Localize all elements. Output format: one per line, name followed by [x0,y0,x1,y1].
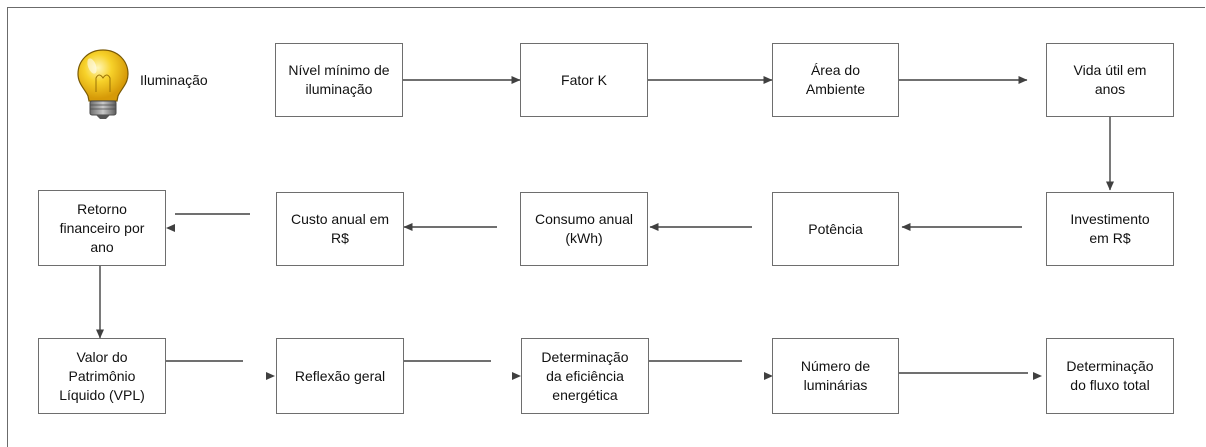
diagram-frame [7,7,1205,447]
light-bulb-icon [77,49,129,119]
node-retorno-financeiro: Retorno financeiro por ano [38,190,166,266]
node-nivel-minimo-label: Nível mínimo de iluminação [288,62,390,97]
node-reflexao-geral: Reflexão geral [276,338,404,414]
node-potencia: Potência [772,192,899,266]
node-consumo-anual-label: Consumo anual (kWh) [534,211,634,246]
node-consumo-anual: Consumo anual (kWh) [520,192,648,266]
node-investimento-label: Investimento em R$ [1070,211,1150,246]
node-retorno-financeiro-label: Retorno financeiro por ano [59,200,145,255]
arrow-reflexao-to-eficiencia-head [512,372,521,380]
node-vida-util: Vida útil em anos [1046,43,1174,117]
node-nivel-minimo: Nível mínimo de iluminação [275,43,403,117]
arrow-custo-to-retorno-head [166,224,175,232]
node-vida-util-label: Vida útil em anos [1073,62,1147,97]
arrow-eficiencia-to-numero-head [764,372,773,380]
node-area-ambiente-label: Área do Ambiente [805,62,866,97]
arrow-vpl-to-reflexao-head [266,372,275,380]
node-custo-anual: Custo anual em R$ [276,192,404,266]
node-numero-luminarias: Número de luminárias [772,338,899,414]
node-eficiencia-energetica-label: Determinação da eficiência energética [541,348,629,403]
arrow-custo-to-retorno [168,215,250,228]
node-vpl-label: Valor do Patrimônio Líquido (VPL) [59,348,145,403]
connector-layer [96,76,1114,380]
node-reflexao-geral-label: Reflexão geral [294,367,386,384]
node-potencia-label: Potência [808,220,863,237]
node-custo-anual-label: Custo anual em R$ [290,211,390,246]
node-fator-k-label: Fator K [561,71,607,88]
arrow-numero-to-fluxo-head [1033,372,1042,380]
lighting-label: Iluminação [140,72,208,88]
node-area-ambiente: Área do Ambiente [772,43,899,117]
node-vpl: Valor do Patrimônio Líquido (VPL) [38,338,166,414]
node-investimento: Investimento em R$ [1046,192,1174,266]
node-eficiencia-energetica: Determinação da eficiência energética [521,338,649,414]
node-numero-luminarias-label: Número de luminárias [800,358,871,393]
node-fluxo-total-label: Determinação do fluxo total [1066,358,1154,393]
node-fluxo-total: Determinação do fluxo total [1046,338,1174,414]
node-fator-k: Fator K [520,43,648,117]
arrow-custo-to-retorno-path [167,214,250,228]
